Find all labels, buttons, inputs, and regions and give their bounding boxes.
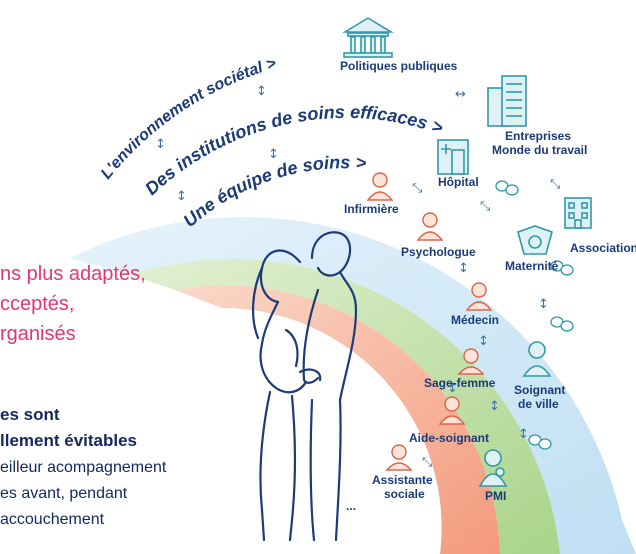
arrow-icon: ⤡	[480, 199, 491, 214]
arrow-icon: ↕	[478, 334, 489, 349]
arrow-icon: ⤡	[550, 177, 561, 192]
midwife-icon	[457, 348, 485, 375]
label-psychologue: Psychologue	[401, 245, 476, 259]
ring-title-institutions: Des institutions de soins efficaces >	[141, 102, 446, 199]
care-assistant-icon	[438, 396, 466, 425]
arrow-icon: ⤡	[422, 455, 433, 470]
label-maternite: Maternité	[505, 259, 559, 273]
label-infirmiere: Infirmière	[344, 202, 399, 216]
psychologist-icon	[416, 212, 444, 241]
label-sage-femme: Sage-femme	[424, 376, 496, 390]
label-assistante: Assistante	[372, 473, 433, 487]
left-text-bold-2: llement évitables	[0, 431, 137, 450]
pmi-icon	[478, 449, 508, 487]
left-text-plain-2: es avant, pendant	[0, 485, 128, 502]
pregnant-couple-illustration	[251, 231, 358, 542]
maternity-icon	[517, 225, 553, 255]
arrow-icon: ↕	[447, 381, 458, 396]
arrow-icon: ↕	[458, 261, 469, 276]
association-building-icon	[564, 197, 592, 229]
arrow-icon: ↕	[538, 297, 549, 312]
arrow-icon: ⤡	[412, 181, 423, 196]
label-pmi: PMI	[485, 489, 506, 503]
label-ellipsis: ...	[346, 499, 356, 513]
ring-institutions	[130, 258, 560, 554]
ring-environment	[70, 217, 636, 554]
arrow-icon: ↕	[256, 84, 267, 99]
arrow-icon: ↕	[268, 147, 279, 162]
chat-bubbles-icon	[495, 180, 574, 450]
home-caregiver-icon	[522, 341, 552, 377]
government-building-icon	[342, 17, 394, 58]
left-text-plain-1: eilleur acompagnement	[0, 459, 167, 476]
label-sociale: sociale	[384, 487, 425, 501]
social-worker-icon	[385, 444, 413, 471]
label-aide-soignant: Aide-soignant	[409, 431, 489, 445]
label-medecin: Médecin	[451, 313, 499, 327]
doctor-icon	[465, 282, 493, 311]
label-monde-du-travail: Monde du travail	[492, 143, 587, 157]
label-association: Association	[570, 241, 636, 255]
arrow-icon: ↕	[155, 137, 166, 152]
arrow-icon: ↕	[518, 427, 529, 442]
hospital-icon	[437, 139, 469, 175]
left-text-pink-2: cceptés,	[0, 293, 74, 315]
label-de-ville: de ville	[518, 397, 559, 411]
arrow-icon: ↕	[176, 189, 187, 204]
arrow-icon: ↕	[489, 399, 500, 414]
label-politiques-publiques: Politiques publiques	[340, 59, 458, 73]
label-soignant: Soignant	[514, 383, 565, 397]
ring-team	[175, 285, 500, 554]
left-text-plain-3: accouchement	[0, 511, 105, 528]
arrow-icon: ↔	[455, 87, 466, 102]
office-buildings-icon	[487, 75, 527, 127]
label-hopital: Hôpital	[438, 175, 479, 189]
label-entreprises: Entreprises	[505, 129, 571, 143]
left-text-pink-1: ns plus adaptés,	[0, 263, 146, 285]
left-text-bold-1: es sont	[0, 405, 60, 424]
nurse-icon	[366, 172, 394, 201]
left-text-pink-3: rganisés	[0, 323, 76, 345]
